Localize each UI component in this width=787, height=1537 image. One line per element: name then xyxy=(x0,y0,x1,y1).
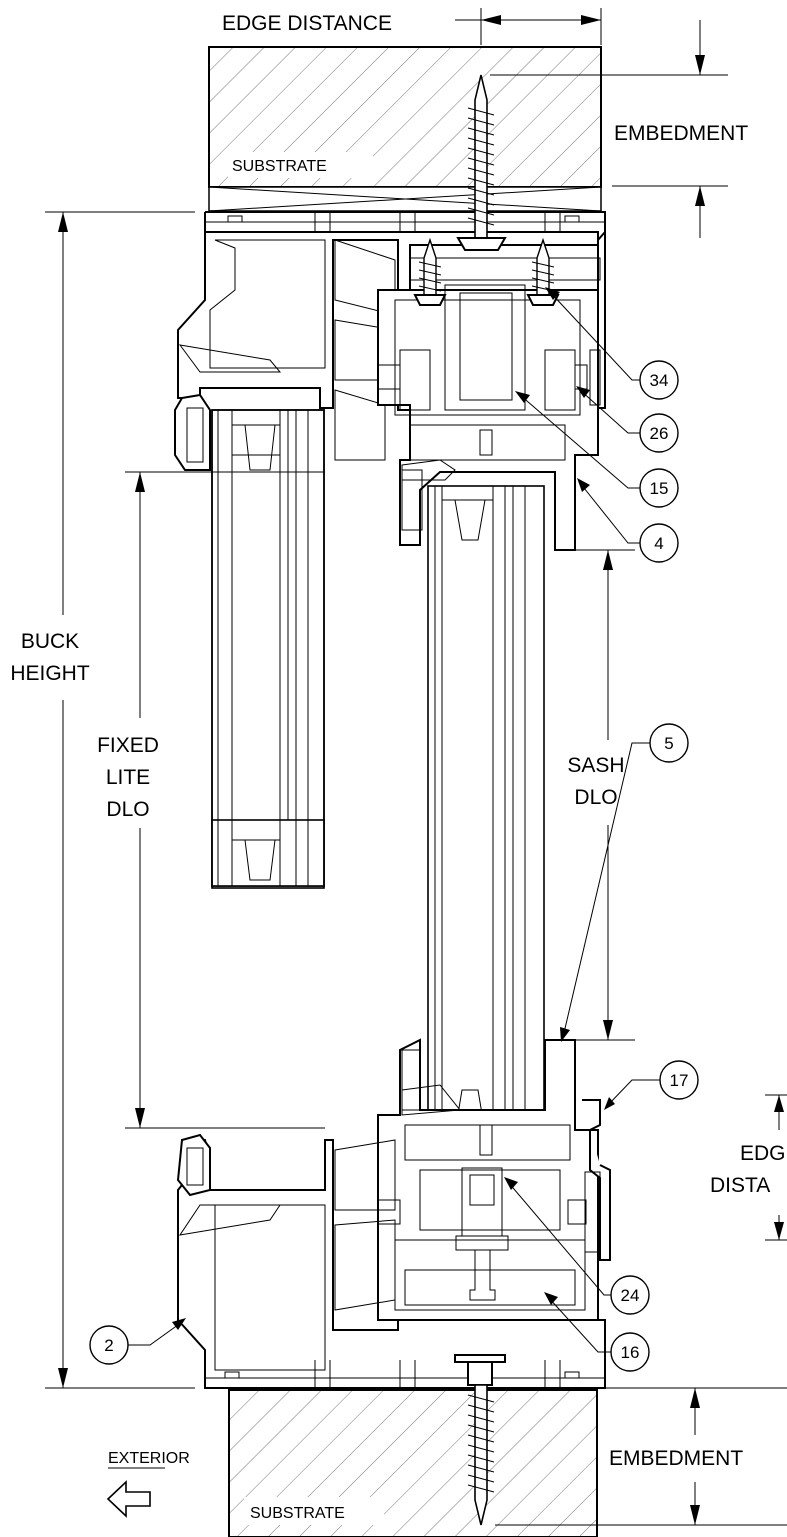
edge-distance-right-dim xyxy=(765,1094,787,1241)
weather-seal xyxy=(582,1099,611,1261)
head-bead xyxy=(174,393,211,471)
frame-head xyxy=(177,211,606,461)
callout-24-text: 24 xyxy=(621,1286,640,1305)
callout-15-text: 15 xyxy=(650,479,669,498)
callout-16-text: 16 xyxy=(621,1343,640,1362)
buck-height-label-line2: HEIGHT xyxy=(10,662,90,685)
callout-5-text: 5 xyxy=(664,734,673,753)
edge-distance-top-label: EDGE DISTANCE xyxy=(222,12,392,35)
callout-4-text: 4 xyxy=(654,534,663,553)
fixed-lite-dlo-label-line1: FIXED xyxy=(97,734,159,757)
embedment-top-label: EMBEDMENT xyxy=(614,122,748,145)
sill-hardware xyxy=(455,1167,509,1301)
callout-26-text: 26 xyxy=(650,424,669,443)
substrate-bottom-label: SUBSTRATE xyxy=(250,1505,345,1522)
fixed-lite-dlo-label-line3: DLO xyxy=(106,798,149,821)
buck-height-label-line1: BUCK xyxy=(21,630,79,653)
callout-15: 15 xyxy=(639,468,679,508)
substrate-top-label: SUBSTRATE xyxy=(232,158,327,175)
edge-distance-top-dim xyxy=(455,8,602,45)
head-sash-screws xyxy=(413,237,560,306)
callout-24: 24 xyxy=(610,1275,650,1315)
sill-bead xyxy=(176,1133,211,1197)
callout-2-text: 2 xyxy=(104,1336,113,1355)
callout-34: 34 xyxy=(639,360,679,400)
fixed-lite-dlo-label-line2: LITE xyxy=(106,766,150,789)
exterior-label: EXTERIOR xyxy=(108,1450,190,1467)
sash-dlo-dim xyxy=(576,549,635,1041)
sash-dlo-label-line2: DLO xyxy=(574,786,617,809)
sash-dlo-label-line1: SASH xyxy=(567,754,624,777)
callout-16: 16 xyxy=(610,1332,650,1372)
top-substrate xyxy=(208,46,602,212)
buck-height-dim xyxy=(45,211,195,1389)
bottom-substrate xyxy=(228,1389,598,1537)
edge-distance-right-label-line2: DISTA xyxy=(710,1174,770,1197)
callout-17-text: 17 xyxy=(670,1071,689,1090)
callout-5: 5 xyxy=(649,723,689,763)
edge-distance-right-label-line1: EDG xyxy=(740,1142,786,1165)
embedment-top-dim xyxy=(490,20,728,238)
fixed-lite-ig-unit xyxy=(211,409,325,889)
fixed-lite-dlo-dim xyxy=(125,471,325,1129)
callout-34-text: 34 xyxy=(650,371,669,390)
callout-26: 26 xyxy=(639,413,679,453)
callout-leaders xyxy=(128,287,660,1353)
fixed-lite-glass-lower xyxy=(211,819,325,887)
embedment-bottom-label: EMBEDMENT xyxy=(609,1447,743,1470)
exterior-arrow-icon xyxy=(106,1467,165,1518)
callout-2: 2 xyxy=(89,1325,129,1365)
callout-4: 4 xyxy=(639,523,679,563)
callout-17: 17 xyxy=(659,1060,699,1100)
sash-sill-frame xyxy=(377,1038,599,1321)
fixed-lite-glass xyxy=(211,409,325,887)
sill-anchor-screw xyxy=(454,1354,506,1526)
head-anchor-screw xyxy=(456,74,507,251)
sash-head-frame xyxy=(377,257,601,551)
sash-glass xyxy=(427,485,545,1147)
embedment-bottom-dim xyxy=(495,1387,787,1526)
